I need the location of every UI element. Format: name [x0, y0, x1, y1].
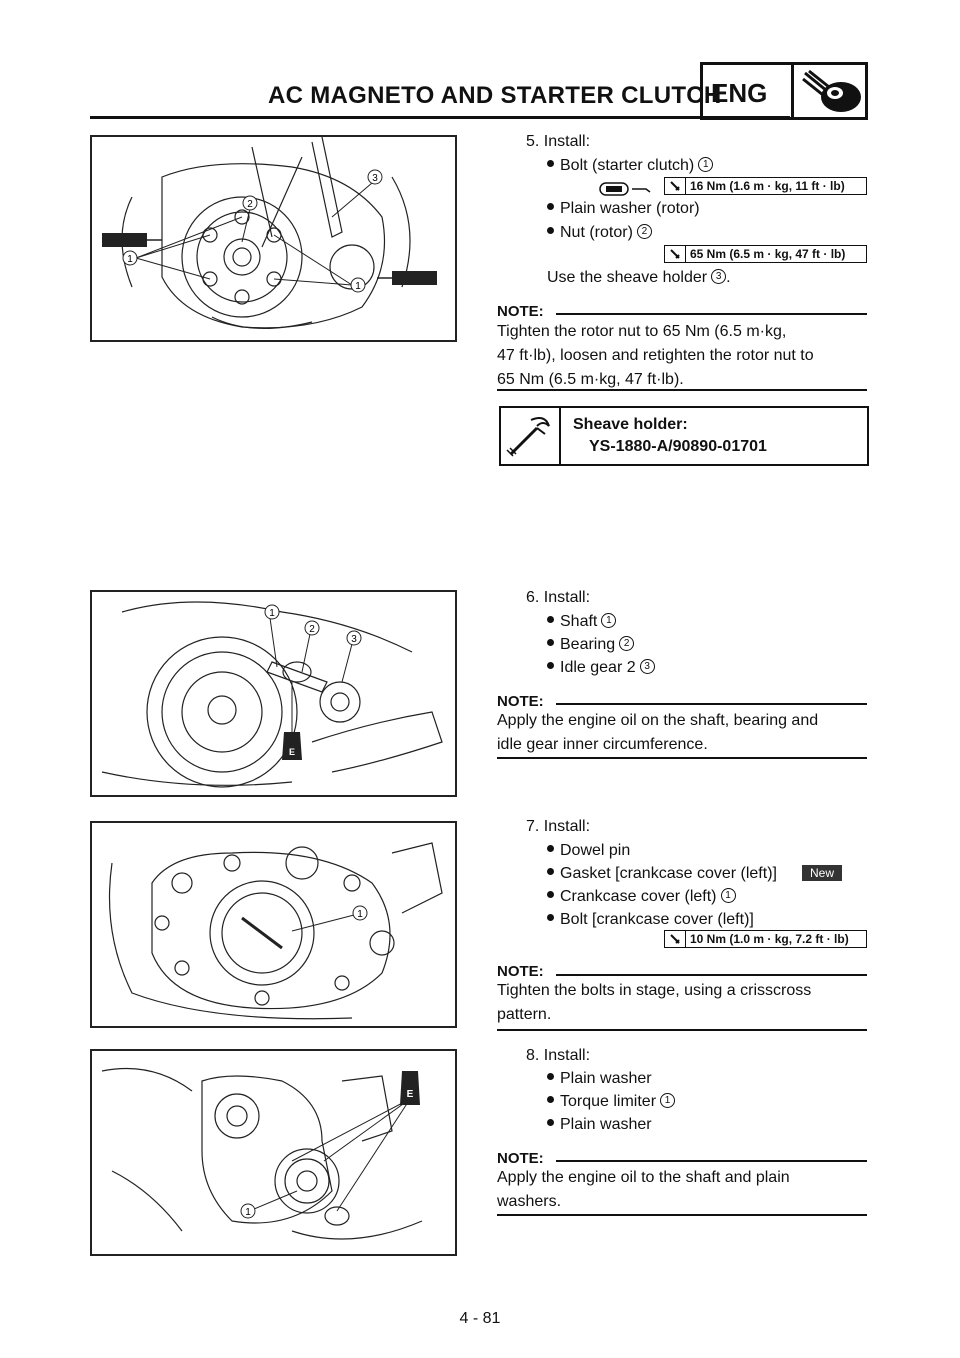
step-8-heading: 8. Install:	[526, 1047, 591, 1064]
header-rule	[90, 116, 790, 119]
figure-torque-limiter-install: E 1	[90, 1049, 457, 1256]
note-label: NOTE:	[497, 303, 544, 320]
list-item: Plain washer	[547, 1070, 652, 1088]
list-item: Crankcase cover (left)1	[547, 888, 736, 906]
list-item: Bolt (starter clutch)1	[547, 157, 714, 175]
step-7-heading: 7. Install:	[526, 818, 591, 835]
note-text: Apply the engine oil to the shaft and pl…	[497, 1169, 790, 1210]
step-6-heading: 6. Install:	[526, 589, 591, 606]
callout-1: 1	[127, 254, 133, 265]
list-item: Gasket [crankcase cover (left)]	[547, 865, 777, 883]
figure-rotor-install: 1 1 2 3	[90, 135, 457, 342]
tool-part-number: YS-1880-A/90890-01701	[589, 438, 767, 455]
callout-3: 3	[372, 173, 378, 184]
crankcase-cover-illustration: 1	[108, 842, 443, 1020]
list-item: Nut (rotor)2	[547, 224, 652, 242]
sheave-holder-icon	[506, 417, 550, 457]
special-tool-box: Sheave holder: YS-1880-A/90890-01701	[499, 406, 869, 466]
note-label: NOTE:	[497, 693, 544, 710]
figure-crankcase-cover-install: 1	[90, 821, 457, 1028]
callout-1: 1	[245, 1207, 251, 1218]
note-text: Tighten the bolts in stage, using a cris…	[497, 982, 812, 1023]
list-item: Plain washer	[547, 1116, 652, 1134]
callout-1: 1	[357, 909, 363, 920]
note-text: Apply the engine oil on the shaft, beari…	[497, 712, 819, 753]
list-item: Bolt [crankcase cover (left)]	[547, 911, 754, 929]
callout-1: 1	[355, 281, 361, 292]
callout-2: 2	[309, 624, 315, 635]
note-label: NOTE:	[497, 963, 544, 980]
section-label: ENG	[711, 78, 768, 108]
callout-1: 1	[269, 608, 275, 619]
tool-name: Sheave holder:	[573, 416, 688, 433]
callout-3: 3	[351, 634, 357, 645]
step-5-heading: 5. Install:	[526, 133, 591, 150]
page-title: AC MAGNETO AND STARTER CLUTCH	[268, 82, 722, 109]
svg-text:E: E	[289, 747, 295, 757]
callout-2: 2	[247, 199, 253, 210]
figure-idle-gear-install: E 1 2 3	[90, 590, 457, 797]
idle-gear-illustration: E 1 2 3	[101, 601, 443, 788]
torque-wrench-icon	[665, 246, 686, 262]
rotor-illustration: 1 1 2 3	[102, 136, 437, 330]
torque-spec: 10 Nm (1.0 m · kg, 7.2 ft · lb)	[664, 930, 867, 948]
torque-wrench-icon	[665, 178, 686, 194]
note-label: NOTE:	[497, 1150, 544, 1167]
tightening-sequence-icon	[599, 182, 651, 196]
list-item: Plain washer (rotor)	[547, 200, 700, 218]
list-item: Dowel pin	[547, 842, 630, 860]
page-number: 4 - 81	[459, 1310, 501, 1327]
new-part-badge: New	[802, 865, 843, 881]
section-badge: ENG	[700, 62, 868, 120]
svg-text:E: E	[407, 1089, 414, 1100]
note-text: Tighten the rotor nut to 65 Nm (6.5 m·kg…	[497, 323, 814, 388]
torque-spec: 65 Nm (6.5 m · kg, 47 ft · lb)	[664, 245, 867, 263]
torque-limiter-illustration: E 1	[101, 1068, 423, 1240]
torque-wrench-icon	[665, 931, 686, 947]
engine-wrench-icon	[802, 69, 861, 112]
torque-spec: 16 Nm (1.6 m · kg, 11 ft · lb)	[664, 177, 867, 195]
